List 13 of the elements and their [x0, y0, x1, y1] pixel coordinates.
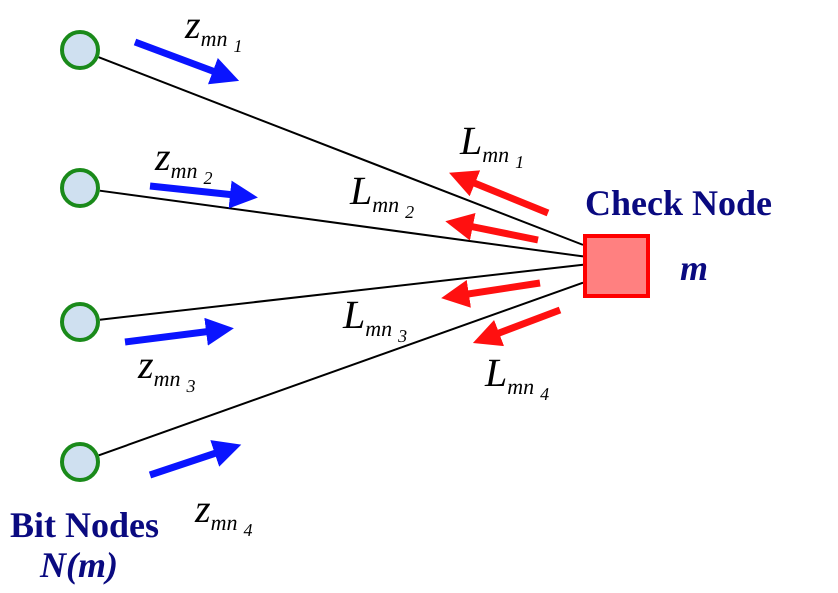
connector-line — [100, 264, 584, 321]
group-label: Bit Nodes — [10, 505, 160, 545]
node-symbol: m — [680, 248, 708, 288]
check-node-square — [583, 234, 650, 298]
bit-node-circle — [60, 442, 100, 482]
connector-line — [98, 282, 584, 456]
bit-node-circle — [60, 30, 100, 70]
bit-node-circle — [60, 302, 100, 342]
bit-node-circle — [60, 168, 100, 208]
group-label: N(m) — [40, 545, 118, 585]
node-title: Check Node — [585, 183, 772, 223]
connector-line — [100, 190, 584, 258]
connector-line — [98, 56, 584, 246]
